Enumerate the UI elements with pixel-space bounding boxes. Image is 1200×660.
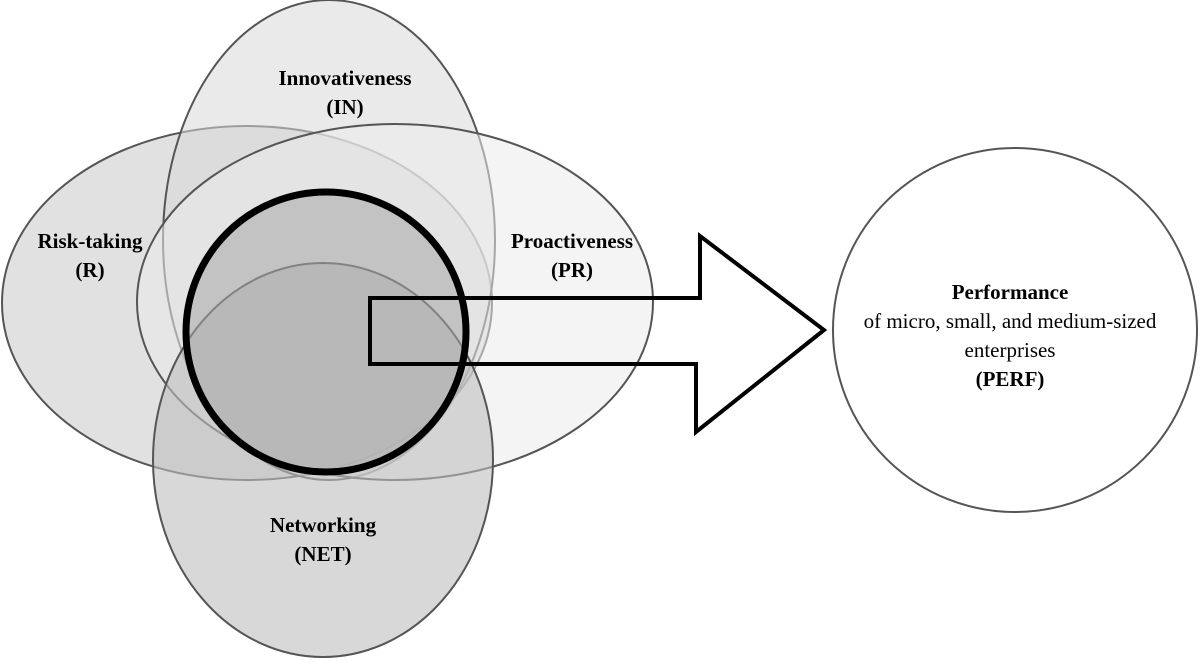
networking-code: (NET) (294, 542, 352, 566)
innovativeness-name: Innovativeness (278, 66, 412, 90)
innovativeness-label: Innovativeness (IN) (225, 64, 465, 122)
risk-taking-code: (R) (75, 258, 105, 282)
performance-description-line2: enterprises (964, 338, 1056, 362)
performance-description-line1: of micro, small, and medium-sized (863, 309, 1157, 333)
performance-code: (PERF) (975, 367, 1045, 391)
proactiveness-label: Proactiveness (PR) (452, 227, 692, 285)
risk-taking-name: Risk-taking (37, 229, 143, 253)
performance-name: Performance (951, 280, 1069, 304)
proactiveness-name: Proactiveness (510, 229, 634, 253)
performance-label: Performance of micro, small, and medium-… (830, 278, 1190, 394)
performance-circle (832, 147, 1198, 513)
networking-label: Networking (NET) (203, 511, 443, 569)
proactiveness-code: (PR) (551, 258, 593, 282)
risk-taking-label: Risk-taking (R) (0, 227, 210, 285)
influence-arrow (368, 231, 828, 437)
networking-name: Networking (269, 513, 377, 537)
core-circle (182, 188, 470, 476)
innovativeness-code: (IN) (326, 95, 364, 119)
